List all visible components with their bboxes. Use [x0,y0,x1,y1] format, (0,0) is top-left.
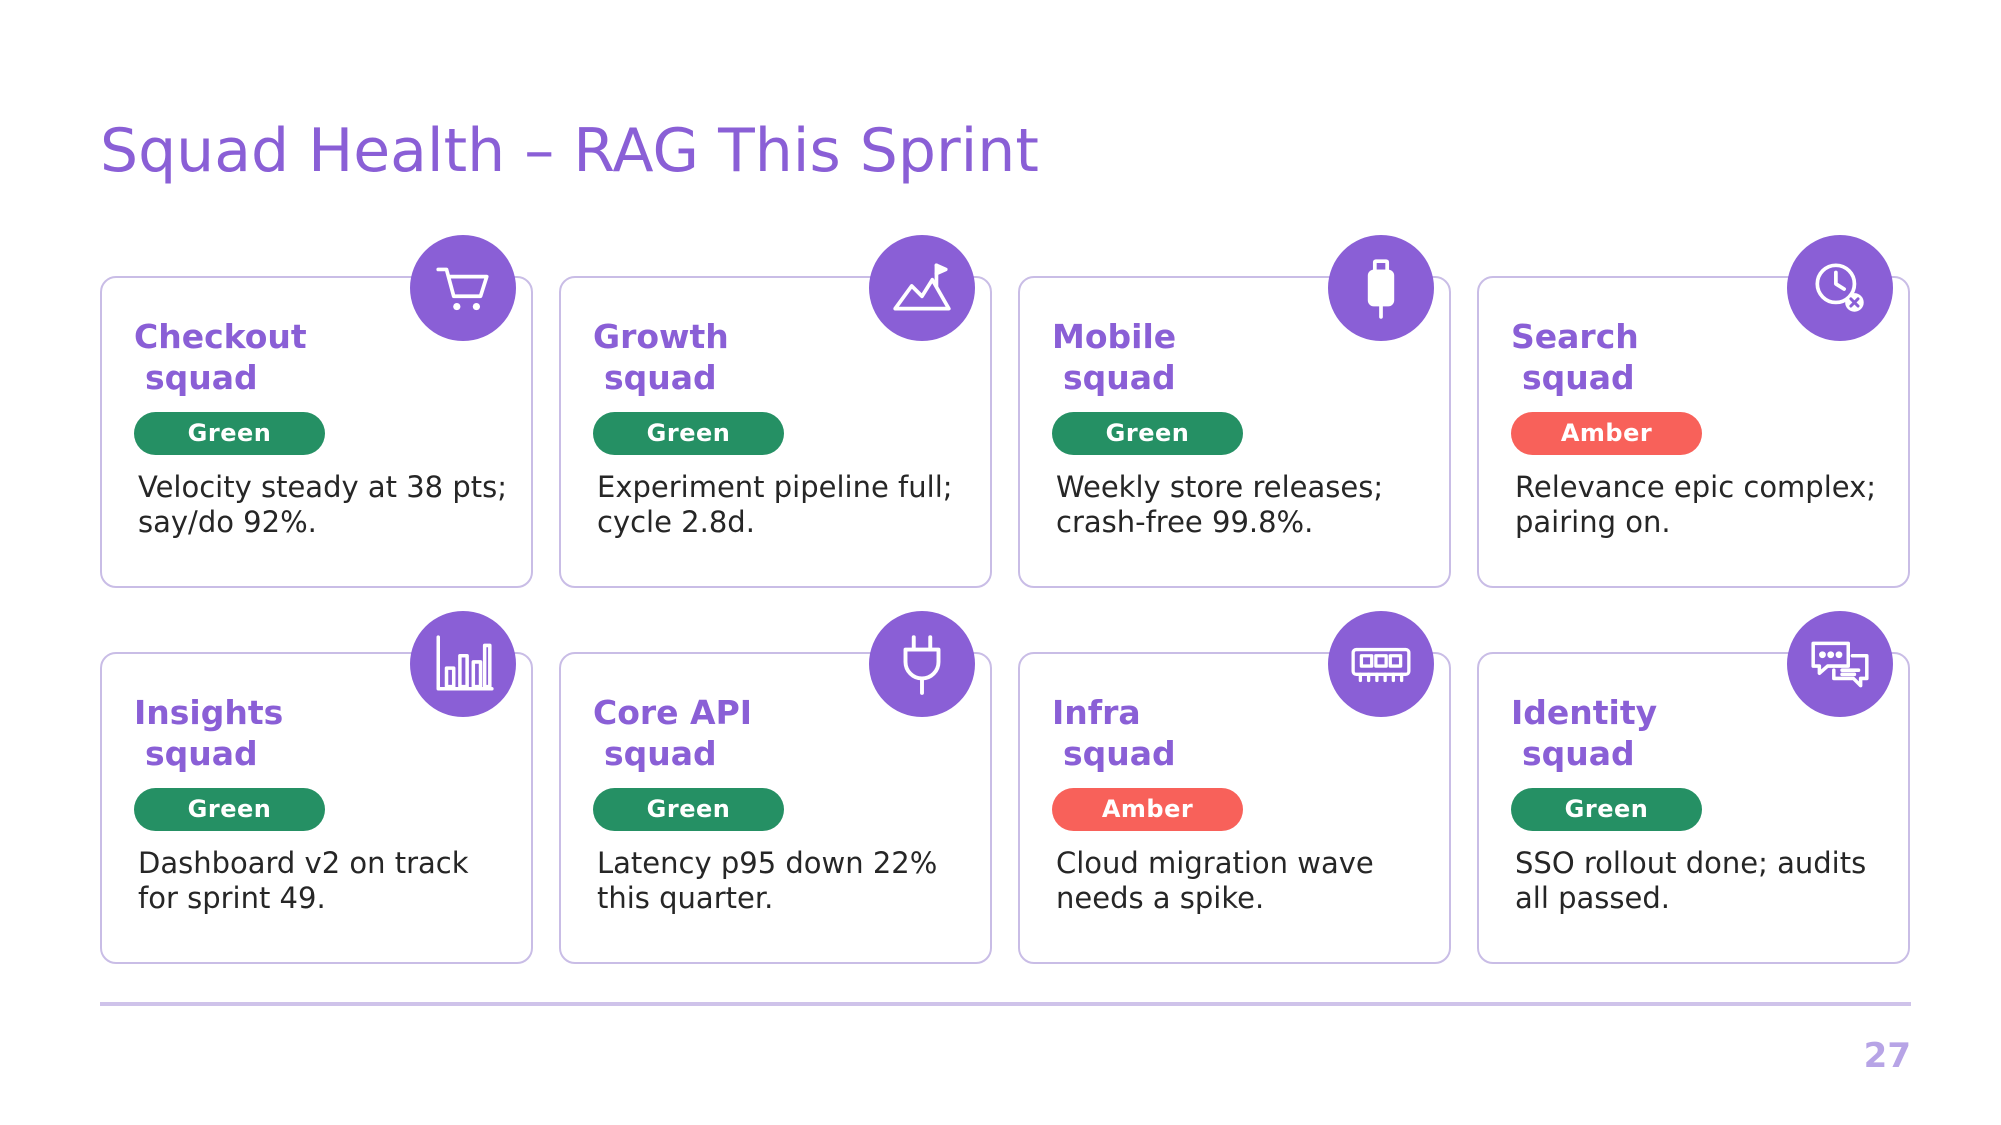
page-number: 27 [1863,1036,1911,1076]
clock-cancel-icon [1787,235,1893,341]
memory-chip-icon [1328,611,1434,717]
status-badge: Green [1511,788,1702,831]
squad-note: Relevance epic complex; pairing on. [1515,470,1877,539]
status-badge: Green [134,412,325,455]
squad-note: Dashboard v2 on track for sprint 49. [138,846,469,915]
squad-note: Latency p95 down 22% this quarter. [597,846,938,915]
status-badge: Green [1052,412,1243,455]
plug-icon [869,611,975,717]
squad-note: Cloud migration wave needs a spike. [1056,846,1374,915]
squad-note: Velocity steady at 38 pts; say/do 92%. [138,470,507,539]
chat-bubbles-icon [1787,611,1893,717]
status-badge: Green [593,788,784,831]
status-badge: Amber [1052,788,1243,831]
status-badge: Amber [1511,412,1702,455]
usb-drive-icon [1328,235,1434,341]
footer-divider [100,1002,1911,1006]
mountain-flag-icon [869,235,975,341]
slide-title: Squad Health – RAG This Sprint [100,116,1039,186]
squad-note: Weekly store releases; crash-free 99.8%. [1056,470,1384,539]
status-badge: Green [593,412,784,455]
status-badge: Green [134,788,325,831]
shopping-cart-icon [410,235,516,341]
squad-note: SSO rollout done; audits all passed. [1515,846,1867,915]
bar-chart-icon [410,611,516,717]
squad-note: Experiment pipeline full; cycle 2.8d. [597,470,953,539]
